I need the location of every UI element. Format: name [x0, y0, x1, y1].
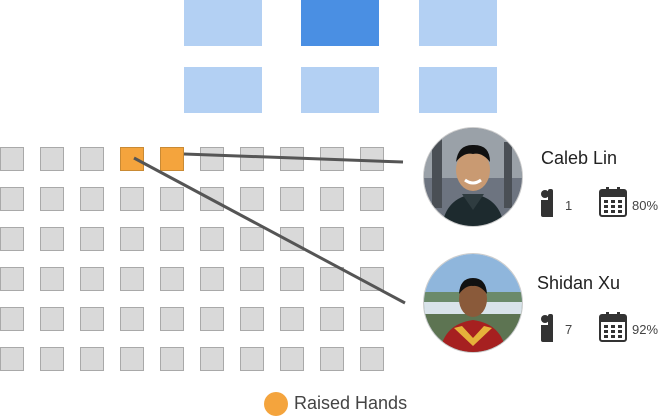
seat-r3-c3[interactable]	[80, 227, 104, 251]
seat-r3-c5[interactable]	[160, 227, 184, 251]
seat-r2-c10[interactable]	[360, 187, 384, 211]
seat-r5-c4[interactable]	[120, 307, 144, 331]
seat-r5-c9[interactable]	[320, 307, 344, 331]
seat-r5-c10[interactable]	[360, 307, 384, 331]
seat-r2-c4[interactable]	[120, 187, 144, 211]
seat-r1-c2[interactable]	[40, 147, 64, 171]
seat-r4-c2[interactable]	[40, 267, 64, 291]
seat-r2-c8[interactable]	[280, 187, 304, 211]
seat-r5-c6[interactable]	[200, 307, 224, 331]
top-block-2	[301, 0, 379, 46]
hands-raised-count-shidan: 7	[565, 322, 573, 337]
seat-r6-c4[interactable]	[120, 347, 144, 371]
seat-r2-c7[interactable]	[240, 187, 264, 211]
seat-r1-c5[interactable]	[160, 147, 184, 171]
seat-r3-c10[interactable]	[360, 227, 384, 251]
seat-r6-c2[interactable]	[40, 347, 64, 371]
seat-r6-c3[interactable]	[80, 347, 104, 371]
seat-r1-c4[interactable]	[120, 147, 144, 171]
seat-r4-c4[interactable]	[120, 267, 144, 291]
top-block-4	[184, 67, 262, 113]
top-block-3	[419, 0, 497, 46]
seat-r4-c5[interactable]	[160, 267, 184, 291]
top-block-1	[184, 0, 262, 46]
seat-r5-c1[interactable]	[0, 307, 24, 331]
seat-r3-c9[interactable]	[320, 227, 344, 251]
student-name-shidan: Shidan Xu	[537, 273, 621, 293]
legend-raised-hands-dot	[264, 392, 288, 416]
seat-r5-c3[interactable]	[80, 307, 104, 331]
seat-r6-c5[interactable]	[160, 347, 184, 371]
calendar-icon	[599, 312, 627, 342]
seat-r2-c1[interactable]	[0, 187, 24, 211]
hands-raised-count-caleb: 1	[565, 198, 573, 213]
attendance-shidan: 92%	[632, 322, 659, 337]
seat-r6-c8[interactable]	[280, 347, 304, 371]
avatar-shidan[interactable]	[424, 254, 522, 352]
student-name-caleb: Caleb Lin	[541, 148, 618, 168]
seat-r6-c1[interactable]	[0, 347, 24, 371]
top-block-6	[419, 67, 497, 113]
calendar-icon	[599, 187, 627, 217]
seat-r6-c7[interactable]	[240, 347, 264, 371]
top-block-5	[301, 67, 379, 113]
seat-r2-c2[interactable]	[40, 187, 64, 211]
seat-r6-c6[interactable]	[200, 347, 224, 371]
seat-r4-c6[interactable]	[200, 267, 224, 291]
avatar-caleb[interactable]	[424, 128, 522, 226]
seat-r1-c6[interactable]	[200, 147, 224, 171]
raised-hand-icon	[541, 189, 553, 217]
seat-r3-c2[interactable]	[40, 227, 64, 251]
seat-r1-c7[interactable]	[240, 147, 264, 171]
legend-raised-hands-label: Raised Hands	[294, 393, 408, 413]
seat-r3-c1[interactable]	[0, 227, 24, 251]
seat-r4-c3[interactable]	[80, 267, 104, 291]
seat-r2-c3[interactable]	[80, 187, 104, 211]
seat-r5-c5[interactable]	[160, 307, 184, 331]
seat-r2-c9[interactable]	[320, 187, 344, 211]
seat-r4-c8[interactable]	[280, 267, 304, 291]
seat-r1-c1[interactable]	[0, 147, 24, 171]
seat-r2-c5[interactable]	[160, 187, 184, 211]
seat-r4-c9[interactable]	[320, 267, 344, 291]
seat-r5-c2[interactable]	[40, 307, 64, 331]
seat-r5-c8[interactable]	[280, 307, 304, 331]
seat-r4-c7[interactable]	[240, 267, 264, 291]
seat-r4-c1[interactable]	[0, 267, 24, 291]
seat-r5-c7[interactable]	[240, 307, 264, 331]
seat-r6-c10[interactable]	[360, 347, 384, 371]
seat-r3-c6[interactable]	[200, 227, 224, 251]
seat-r3-c7[interactable]	[240, 227, 264, 251]
seat-r3-c4[interactable]	[120, 227, 144, 251]
attendance-caleb: 80%	[632, 198, 659, 213]
raised-hand-icon	[541, 314, 553, 342]
connector-caleb	[183, 152, 404, 164]
seat-r1-c3[interactable]	[80, 147, 104, 171]
seat-r6-c9[interactable]	[320, 347, 344, 371]
connector-shidan	[133, 156, 406, 305]
seat-r4-c10[interactable]	[360, 267, 384, 291]
